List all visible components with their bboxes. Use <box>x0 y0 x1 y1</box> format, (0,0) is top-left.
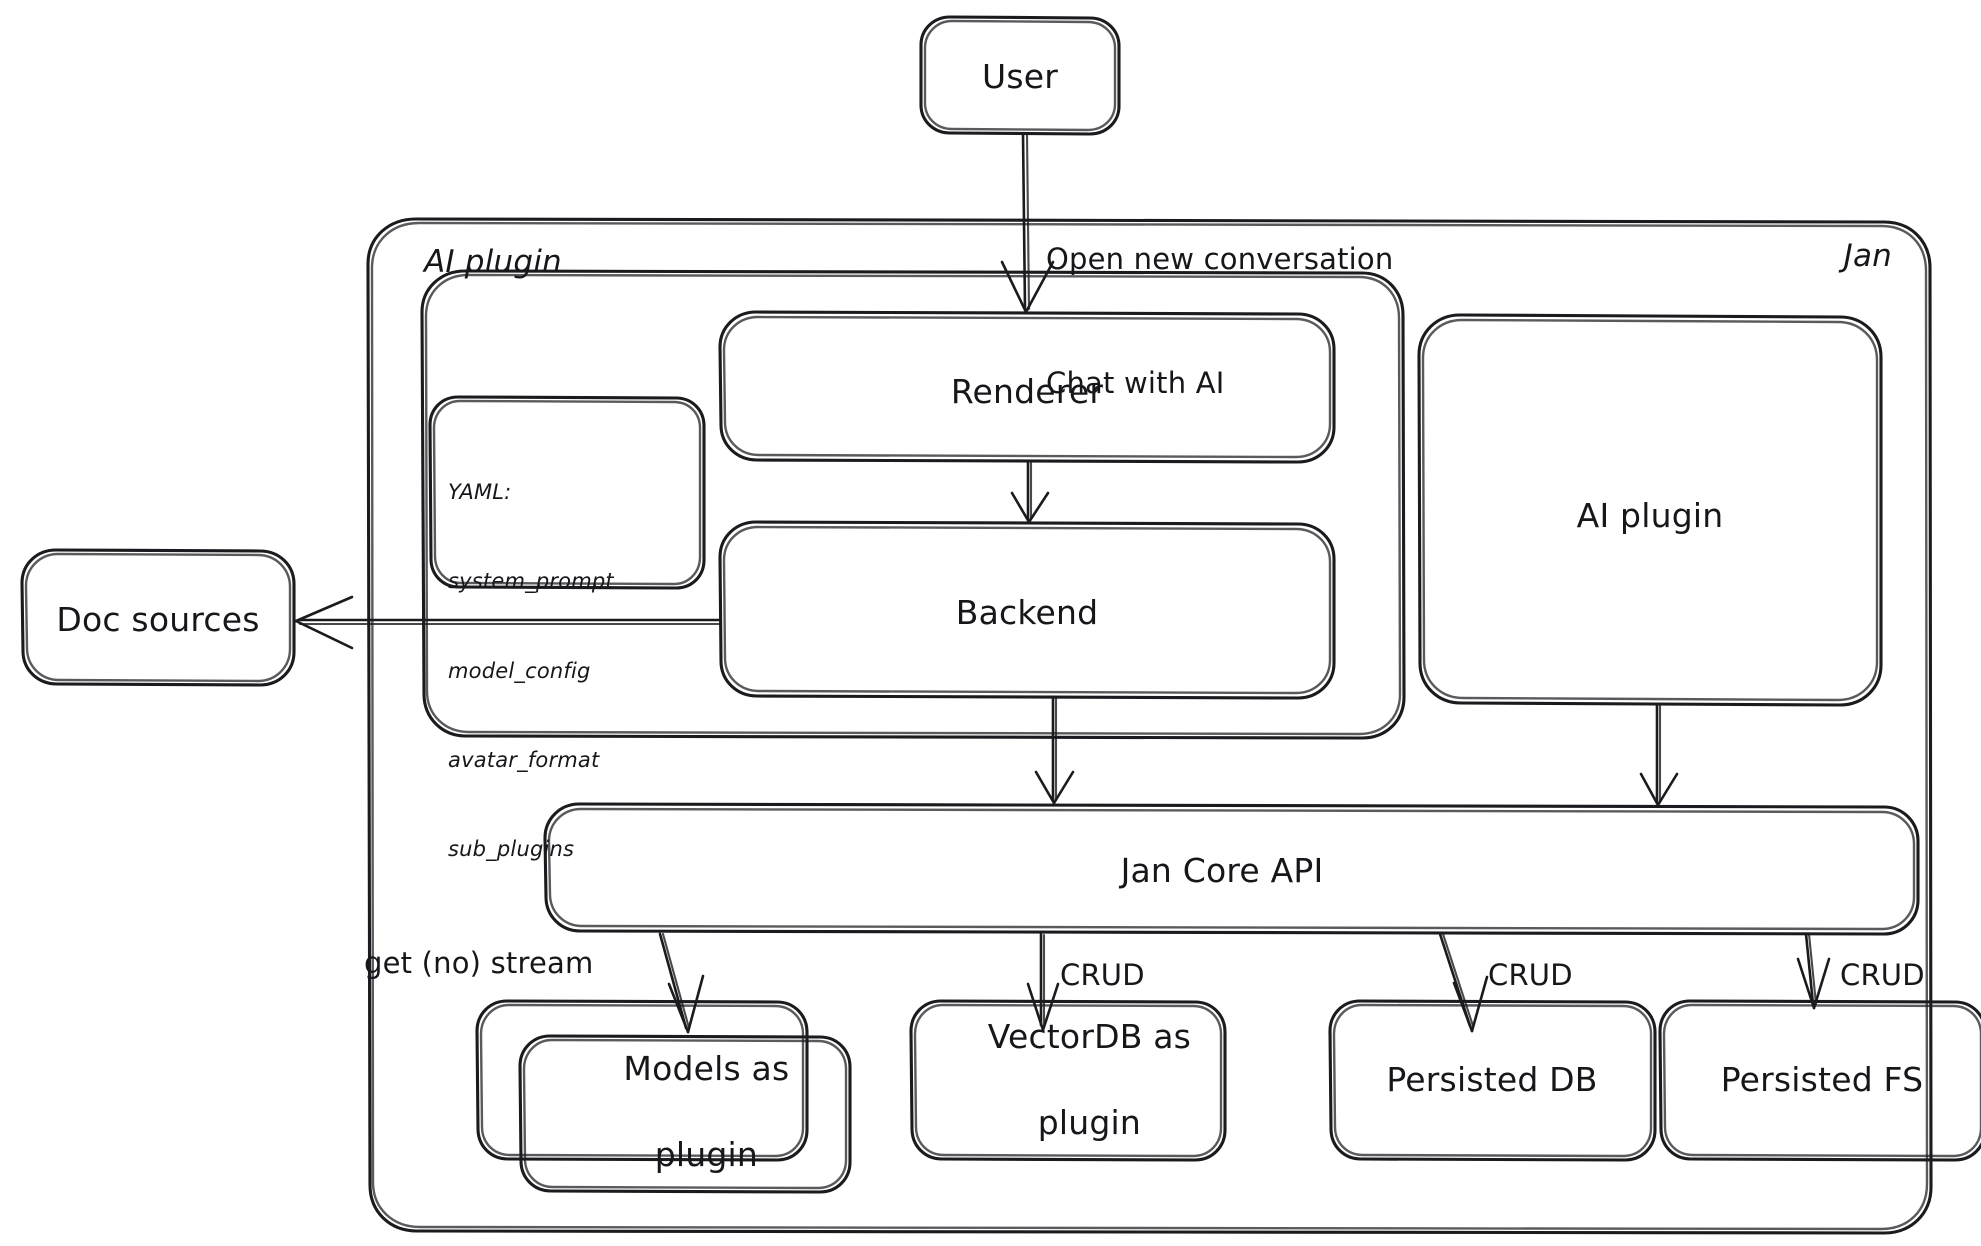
edge-label-core-to-models: get (no) stream <box>364 946 594 980</box>
edge-user-to-renderer <box>1000 132 1055 314</box>
user-box-shape <box>919 15 1121 136</box>
edge-label-line1: Open new conversation <box>1046 242 1394 277</box>
vectordb-plugin-box-label[interactable]: VectorDB as plugin <box>945 973 1191 1187</box>
yaml-note-heading: YAML: <box>448 479 512 504</box>
persisted-fs-box-shape <box>1658 999 1981 1162</box>
vectordb-plugin-box-shape <box>909 999 1227 1162</box>
edge-core-to-persisted-db <box>1438 932 1489 1033</box>
ai-plugin-group-label: AI plugin <box>424 244 562 280</box>
edge-backend-to-core <box>1034 696 1075 805</box>
vectordb-plugin-label-line2: plugin <box>1037 1102 1142 1142</box>
jan-core-api-box-label[interactable]: Jan Core API <box>1120 850 1324 890</box>
yaml-note-box-shape <box>428 395 706 590</box>
edge-renderer-to-backend <box>1010 460 1050 524</box>
ai-plugin-right-box-shape <box>1417 313 1883 707</box>
edge-core-to-vectordb <box>1026 932 1060 1032</box>
edge-label-core-to-vectordb: CRUD <box>1060 958 1145 992</box>
models-plugin-box-shape <box>518 1034 852 1194</box>
user-box-label[interactable]: User <box>981 56 1059 96</box>
jan-container-label: Jan <box>1843 238 1892 274</box>
models-plugin-back-box-shape <box>475 999 809 1162</box>
models-plugin-box-label[interactable]: Models as plugin <box>581 1005 790 1219</box>
edge-label-line2: Chat with AI <box>1046 365 1225 400</box>
renderer-box-shape <box>718 310 1336 464</box>
edge-label-core-to-persisted-db: CRUD <box>1488 958 1573 992</box>
edge-core-to-persisted-fs <box>1796 932 1831 1010</box>
models-plugin-label-line1: Models as <box>623 1048 790 1088</box>
backend-box-label[interactable]: Backend <box>955 592 1099 632</box>
renderer-box-label[interactable]: Renderer <box>950 371 1104 411</box>
edge-core-to-models <box>658 932 705 1034</box>
yaml-note-text: YAML: system_prompt model_config avatar_… <box>448 418 614 925</box>
yaml-note-key-0: system_prompt <box>448 569 614 594</box>
edge-label-user-to-renderer: Open new conversation Chat with AI <box>1046 157 1393 486</box>
doc-sources-box-label[interactable]: Doc sources <box>56 599 260 639</box>
persisted-db-box-label[interactable]: Persisted DB <box>1386 1059 1598 1099</box>
ai-plugin-right-box-label[interactable]: AI plugin <box>1576 495 1724 535</box>
ai-plugin-group-shape <box>420 269 1406 740</box>
jan-container-shape <box>366 217 1933 1235</box>
jan-core-api-box-shape <box>543 802 1920 936</box>
doc-sources-box-shape <box>20 548 296 687</box>
vectordb-plugin-label-line1: VectorDB as <box>987 1016 1192 1056</box>
yaml-note-key-1: model_config <box>448 658 591 683</box>
edge-ai-plugin-to-core <box>1639 703 1679 807</box>
yaml-note-key-3: sub_plugins <box>448 837 575 862</box>
persisted-db-box-shape <box>1328 999 1657 1162</box>
edge-label-core-to-persisted-fs: CRUD <box>1840 958 1925 992</box>
persisted-fs-box-label[interactable]: Persisted FS <box>1720 1059 1924 1099</box>
models-plugin-label-line2: plugin <box>654 1134 759 1174</box>
edge-backend-to-doc-sources <box>294 595 722 650</box>
yaml-note-key-2: avatar_format <box>448 747 600 772</box>
backend-box-shape <box>718 520 1336 700</box>
